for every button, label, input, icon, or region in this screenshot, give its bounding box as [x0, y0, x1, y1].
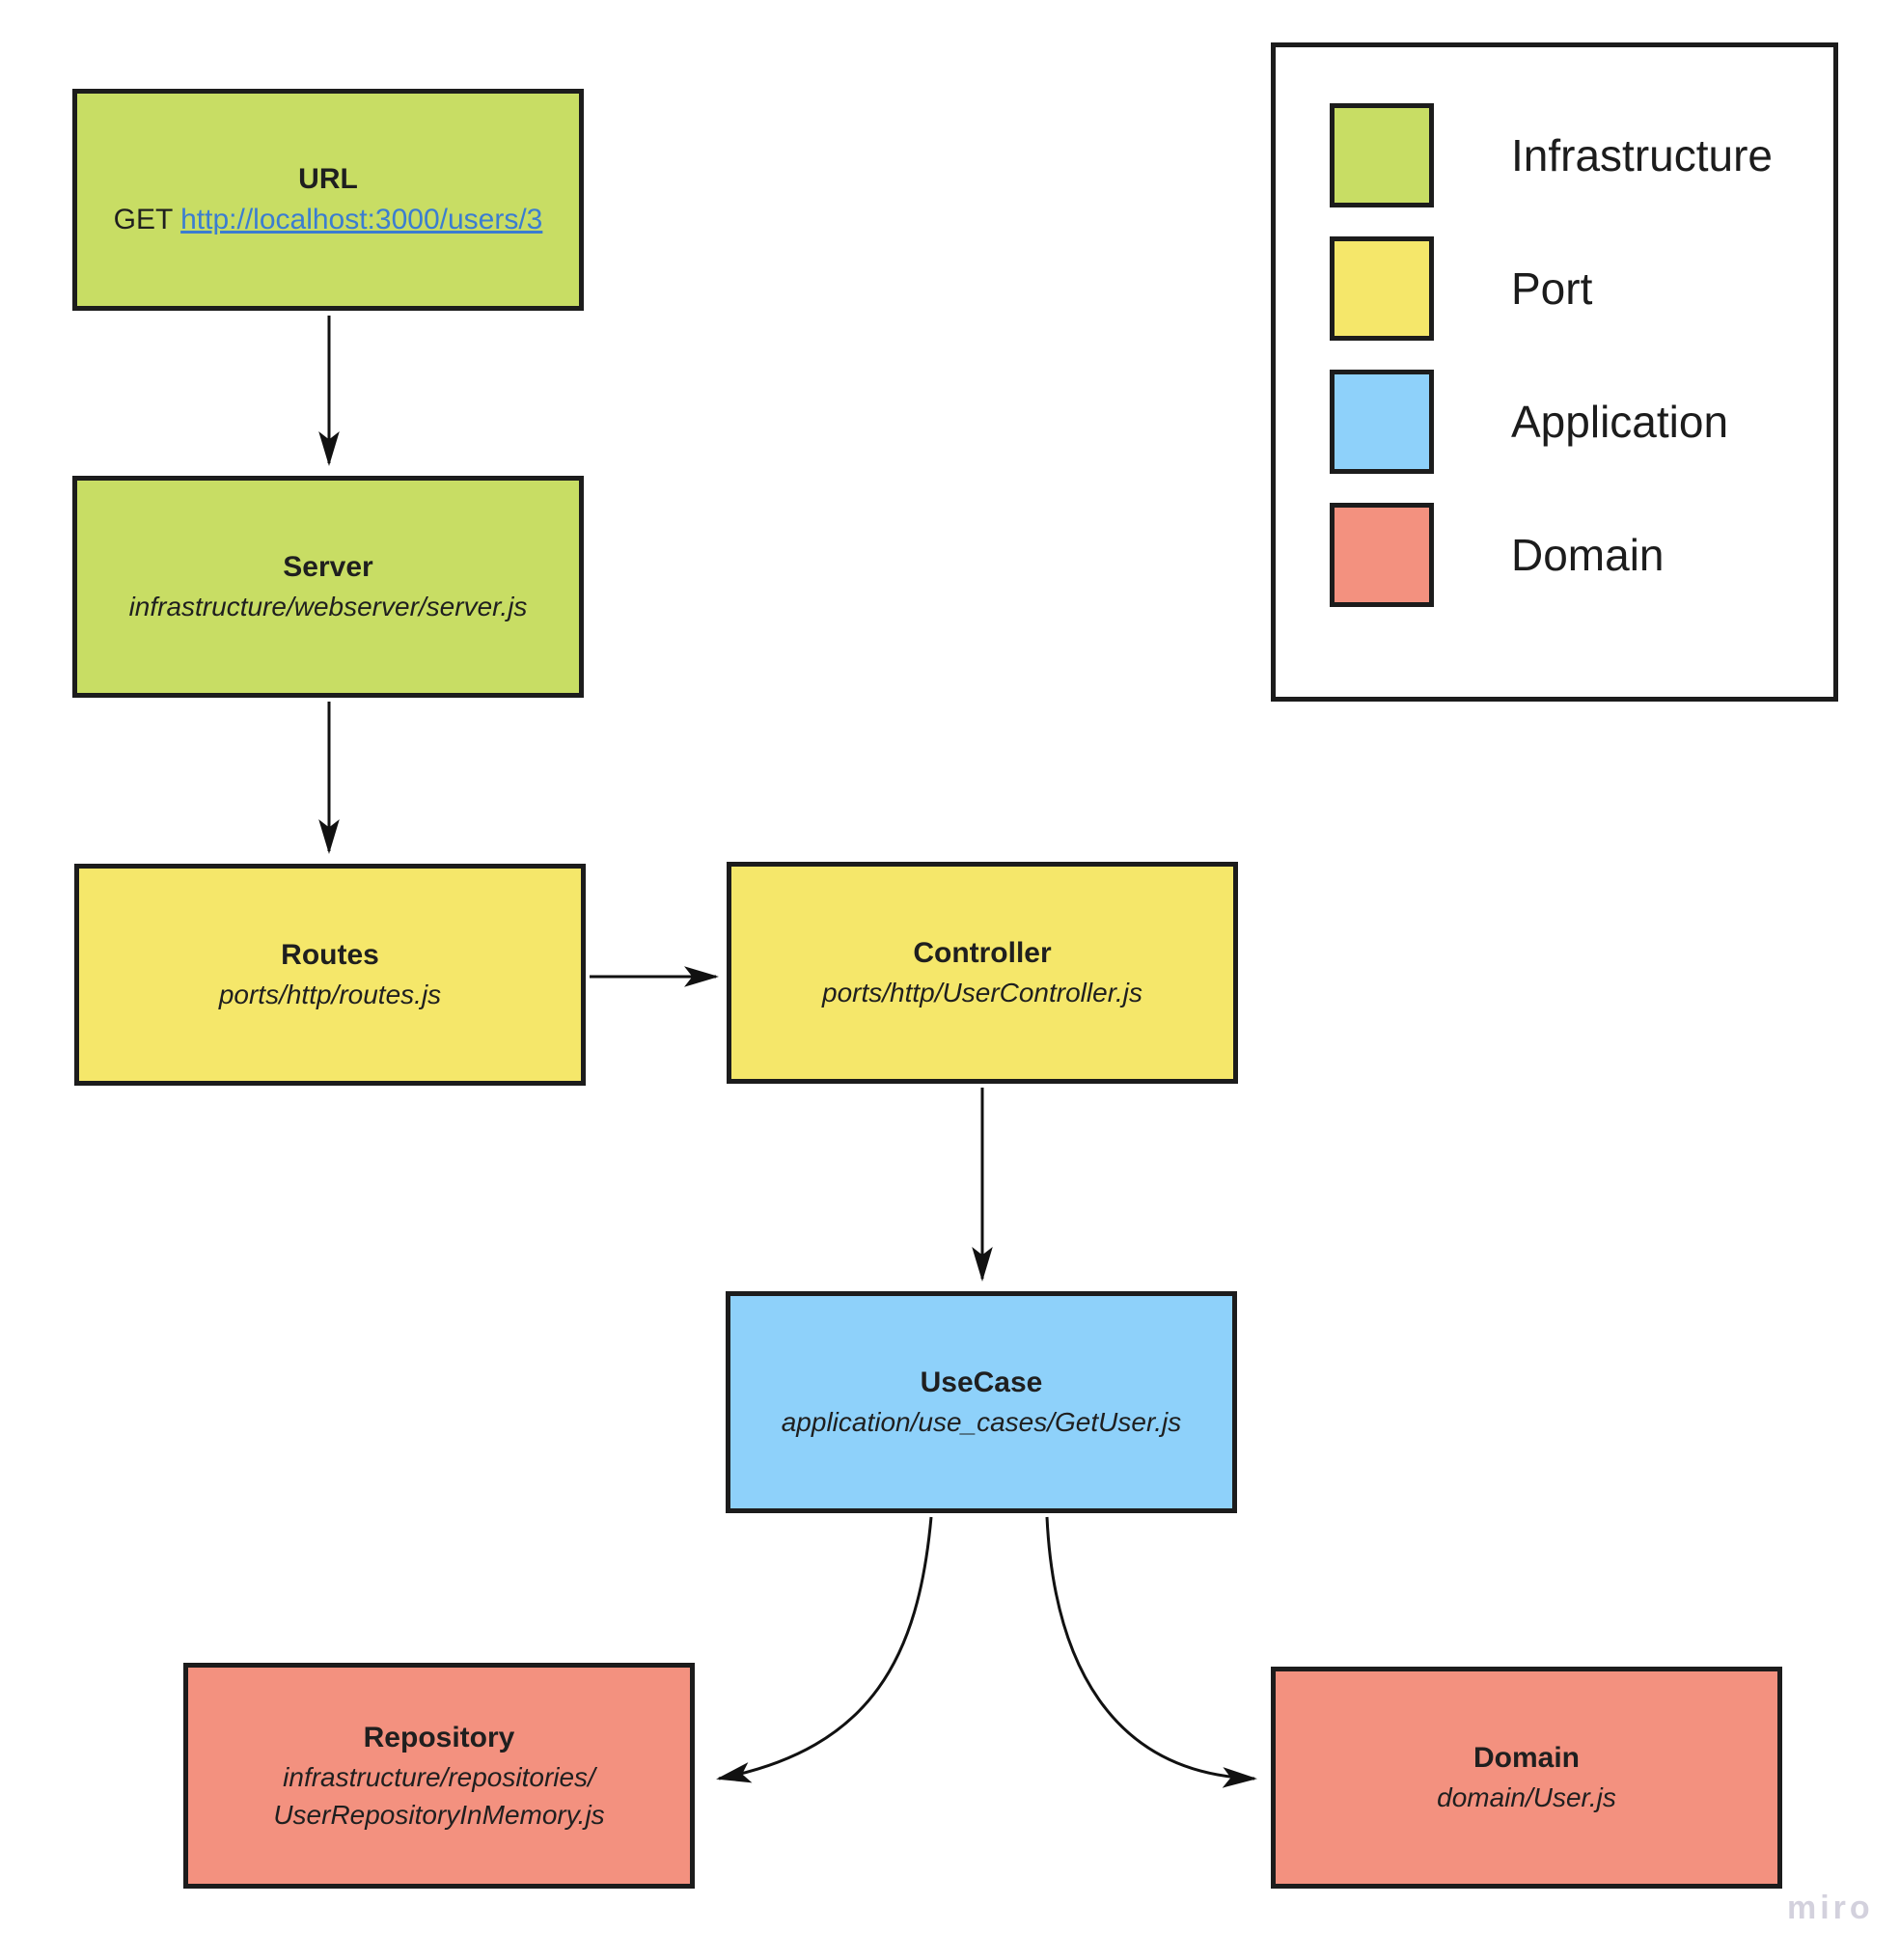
legend-swatch-port	[1330, 236, 1434, 341]
legend-item-infrastructure: Infrastructure	[1330, 103, 1833, 207]
node-url-request-line: GET http://localhost:3000/users/3	[114, 200, 543, 240]
node-controller-path: ports/http/UserController.js	[822, 978, 1142, 1008]
legend: Infrastructure Port Application Domain	[1271, 42, 1838, 702]
legend-label-application: Application	[1511, 397, 1729, 447]
legend-item-application: Application	[1330, 370, 1833, 474]
node-repository: Repository infrastructure/repositories/ …	[183, 1663, 695, 1889]
url-link[interactable]: http://localhost:3000/users/3	[180, 204, 543, 235]
node-routes-title: Routes	[281, 939, 379, 972]
node-server-title: Server	[283, 551, 373, 584]
node-domain: Domain domain/User.js	[1271, 1667, 1782, 1889]
legend-label-port: Port	[1511, 263, 1593, 314]
node-repository-title: Repository	[363, 1721, 515, 1753]
legend-swatch-application	[1330, 370, 1434, 474]
legend-swatch-domain	[1330, 503, 1434, 607]
node-server-path: infrastructure/webserver/server.js	[128, 592, 528, 622]
edge-usecase-to-domain	[1045, 1516, 1257, 1788]
legend-swatch-infrastructure	[1330, 103, 1434, 207]
node-controller-title: Controller	[913, 937, 1052, 970]
node-usecase-title: UseCase	[920, 1366, 1043, 1399]
node-server: Server infrastructure/webserver/server.j…	[72, 476, 584, 698]
http-method: GET	[113, 204, 181, 235]
node-domain-title: Domain	[1472, 1742, 1580, 1775]
node-usecase-path: application/use_cases/GetUser.js	[781, 1407, 1182, 1438]
node-repository-path-line1: infrastructure/repositories/	[283, 1761, 595, 1792]
node-domain-path: domain/User.js	[1437, 1782, 1616, 1813]
legend-label-infrastructure: Infrastructure	[1511, 130, 1773, 180]
legend-item-domain: Domain	[1330, 503, 1833, 607]
node-url-title: URL	[298, 163, 358, 195]
legend-label-domain: Domain	[1511, 530, 1665, 580]
node-url: URL GET http://localhost:3000/users/3	[72, 89, 584, 311]
node-routes: Routes ports/http/routes.js	[74, 864, 586, 1086]
legend-item-port: Port	[1330, 236, 1833, 341]
miro-logo: miro	[1787, 1890, 1874, 1926]
edge-usecase-to-repository	[716, 1516, 933, 1783]
node-usecase: UseCase application/use_cases/GetUser.js	[726, 1291, 1237, 1513]
node-controller: Controller ports/http/UserController.js	[727, 862, 1238, 1084]
node-repository-path-line2: UserRepositoryInMemory.js	[273, 1800, 605, 1830]
node-routes-path: ports/http/routes.js	[218, 980, 442, 1010]
